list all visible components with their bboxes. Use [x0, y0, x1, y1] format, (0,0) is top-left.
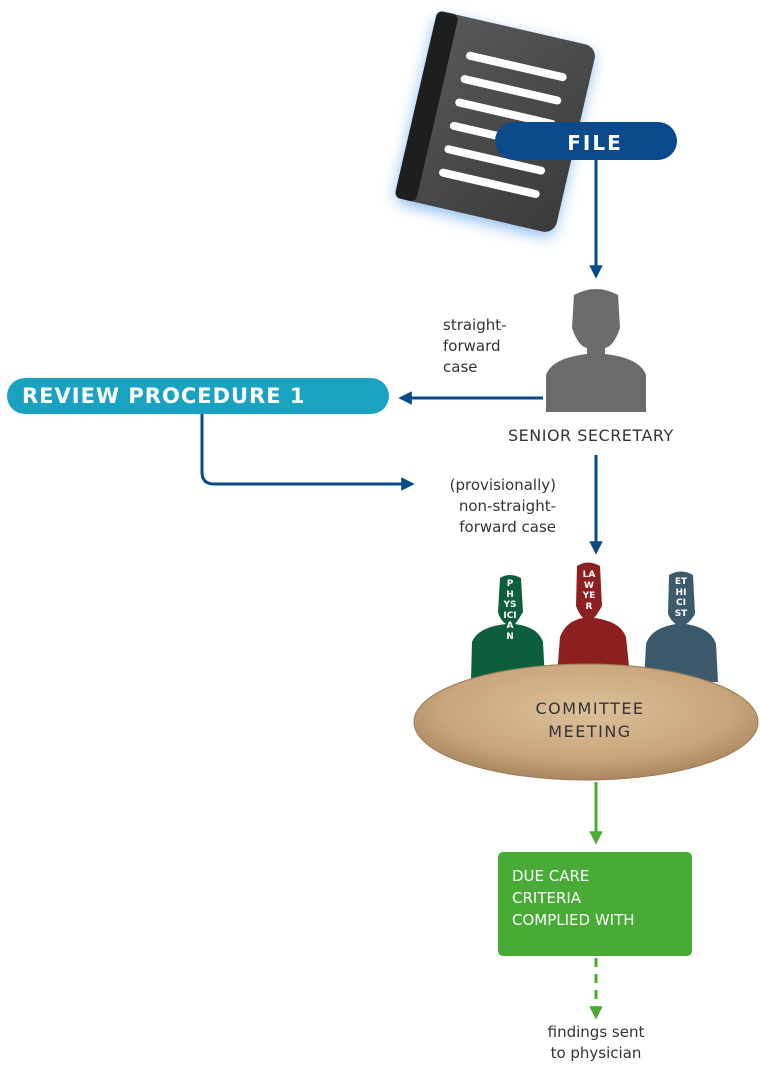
- review-procedure-pill: [7, 378, 389, 414]
- table-icon: [413, 663, 759, 781]
- straightforward-case-label: straight- forward case: [443, 316, 507, 376]
- ethicist-label: ETHICIST: [674, 577, 688, 619]
- physician-figure: [471, 575, 545, 680]
- senior-secretary-label: SENIOR SECRETARY: [508, 426, 674, 445]
- file-pill: [495, 122, 677, 160]
- arrow-review-to-committee: [200, 414, 415, 491]
- committee-meeting-label: COMMITTEE MEETING: [535, 699, 645, 741]
- non-straightforward-case-label: (provisionally) non-straight- forward ca…: [449, 476, 556, 536]
- physician-label: PHYSICIAN: [503, 579, 517, 642]
- person-icon: [546, 289, 646, 412]
- outcome-box: [498, 852, 692, 956]
- findings-label: findings sent to physician: [547, 1023, 645, 1062]
- lawyer-label: LAWYER: [582, 570, 596, 612]
- file-label: FILE: [567, 131, 623, 155]
- ethicist-figure: [644, 571, 718, 682]
- review-procedure-label: REVIEW PROCEDURE 1: [22, 384, 306, 408]
- outcome-label: DUE CARE CRITERIA COMPLIED WITH: [512, 867, 635, 929]
- document-icon: [395, 11, 595, 237]
- lawyer-figure: [557, 562, 630, 676]
